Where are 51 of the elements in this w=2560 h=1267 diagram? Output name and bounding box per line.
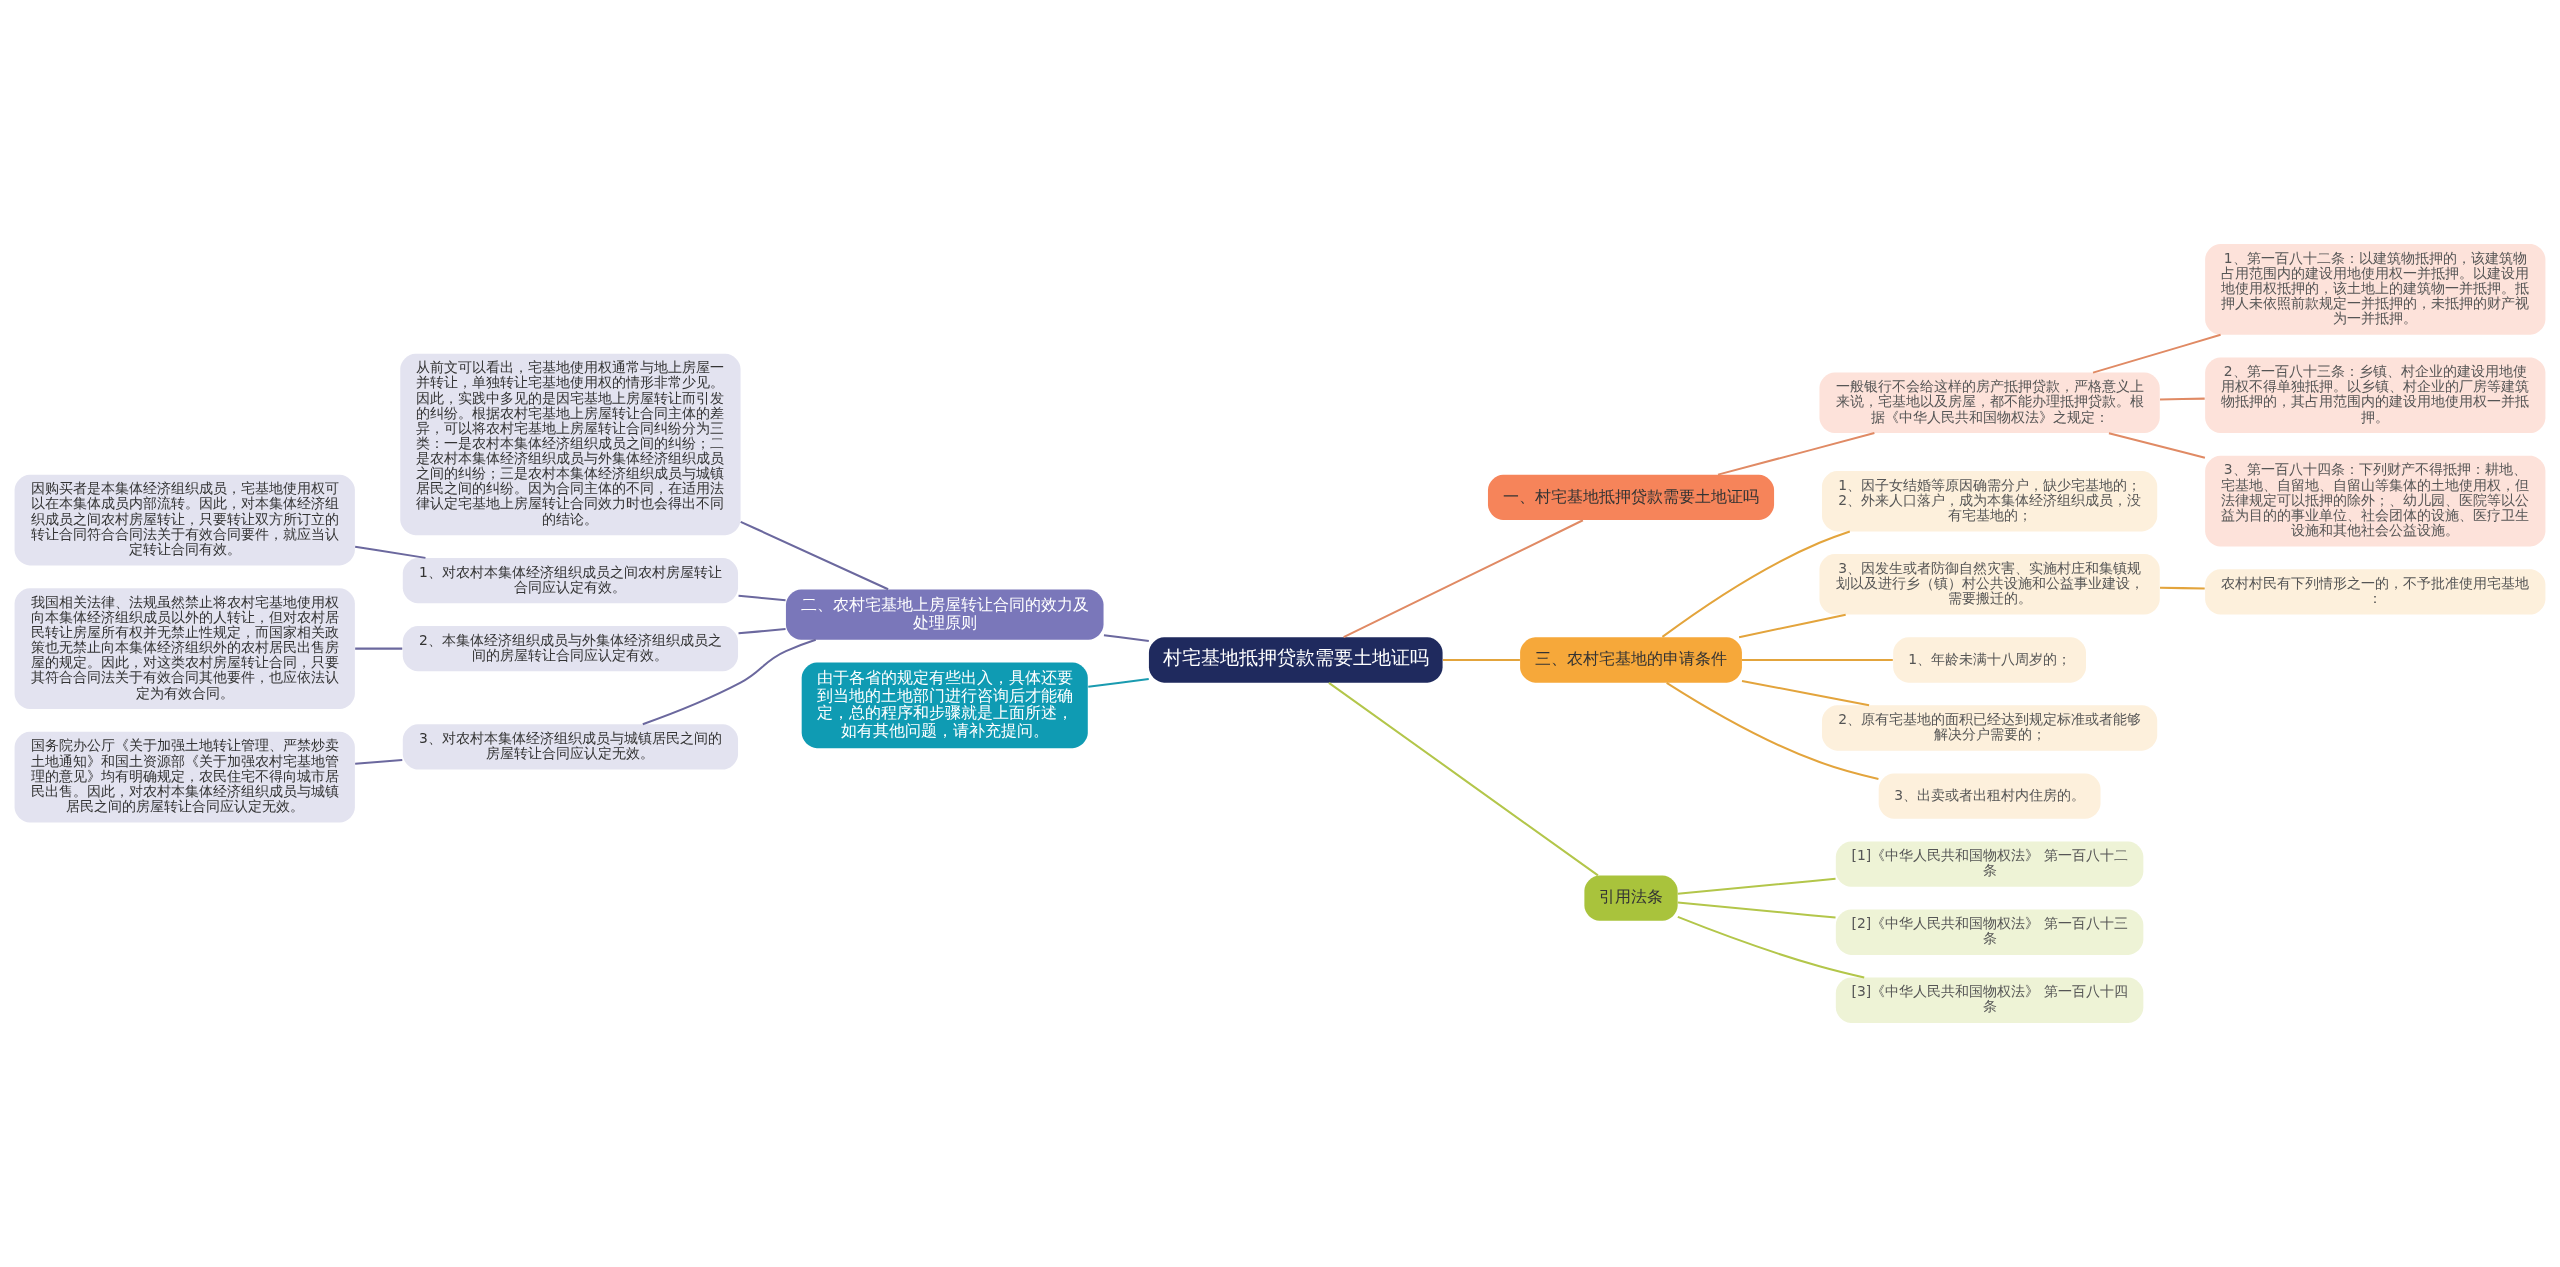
- connector: [2160, 586, 2205, 590]
- node-box: [2]《中华人民共和国物权法》 第一百八十三条: [1835, 909, 2144, 955]
- connector: [2108, 432, 2206, 459]
- connector: [1741, 679, 1870, 707]
- node-box: 从前文可以看出，宅基地使用权通常与地上房屋一并转让，单独转让宅基地使用权的情形非常少见。因此，实践中多见的是因宅基地上房屋转让而引发的纠纷。根据农村宅基地上房屋转让合同主体的差异，可以将农村宅基地上房屋转让合同纠纷分为三类：一是农村本集体经济组织成员之间的纠纷；二是农村本集体经济组织成员与外集体经济组织成员之间的纠纷；三是农村本集体经济组织成员与城镇居民之间的纠纷。因为合同主体的不同，在适用法律认定宅基地上房屋转让合同效力时也会得出不同的结论。: [400, 353, 741, 536]
- connector: [1677, 901, 1836, 919]
- connector: [1328, 682, 1599, 877]
- connector: [355, 545, 426, 559]
- connector: [1343, 519, 1584, 639]
- node-box: 因购买者是本集体经济组织成员，宅基地使用权可以在本集体成员内部流转。因此，对本集体经济组织成员之间农村房屋转让，只要转让双方所订立的转让合同符合合同法关于有效合同要件，就应当认定转让合同有效。: [14, 474, 355, 566]
- node-box: 一、村宅基地抵押贷款需要土地证吗: [1487, 474, 1775, 521]
- connector: [1442, 658, 1520, 661]
- node-box: 1、对农村本集体经济组织成员之间农村房屋转让合同应认定有效。: [402, 557, 739, 604]
- connector: [1103, 634, 1149, 642]
- node-box: 1、因子女结婚等原因确需分户，缺少宅基地的；2、外来人口落户，成为本集体经济组织成员，没有宅基地的；: [1821, 470, 2158, 532]
- node-box: 2、本集体经济组织成员与外集体经济组织成员之间的房屋转让合同应认定有效。: [402, 625, 739, 672]
- connector: [738, 628, 786, 635]
- connector: [1742, 658, 1893, 661]
- node-box: 3、第一百八十四条：下列财产不得抵押：耕地、宅基地、自留地、自留山等集体的土地使用权，但法律规定可以抵押的除外；、幼儿园、医院等以公益为目的的事业单位、社会团体的设施、医疗卫生设施和其他社会公益设施。: [2205, 455, 2546, 547]
- connector: [355, 759, 403, 765]
- node-box: 2、第一百八十三条：乡镇、村企业的建设用地使用权不得单独抵押。以乡镇、村企业的厂房等建筑物抵押的，其占用范围内的建设用地使用权一并抵押。: [2205, 357, 2546, 434]
- node-box: 一般银行不会给这样的房产抵押贷款，严格意义上来说，宅基地以及房屋，都不能办理抵押贷款。根据《中华人民共和国物权法》之规定：: [1819, 372, 2160, 434]
- node-box: 2、原有宅基地的面积已经达到规定标准或者能够解决分户需要的；: [1821, 705, 2158, 751]
- node-box: 3、因发生或者防御自然灾害、实施村庄和集镇规划以及进行乡（镇）村公共设施和公益事业建设，需要搬迁的。: [1819, 554, 2160, 615]
- connector: [1717, 432, 1875, 476]
- connector: [1088, 677, 1149, 688]
- connector: [1738, 613, 1846, 639]
- connector: [740, 520, 889, 591]
- node-box: 3、出卖或者出租村内住房的。: [1878, 773, 2101, 819]
- node-box: 国务院办公厅《关于加强土地转让管理、严禁炒卖土地通知》和国土资源部《关于加强农村宅基地管理的意见》均有明确规定，农民住宅不得向城市居民出售。因此，对农村本集体经济组织成员与城镇居民之间的房屋转让合同应认定无效。: [14, 731, 355, 823]
- connector: [642, 638, 816, 726]
- connector: [1677, 915, 1865, 979]
- node-box: 农村村民有下列情形之一的，不予批准使用宅基地：: [2205, 569, 2546, 615]
- node-box: 1、年龄未满十八周岁的；: [1893, 637, 2086, 683]
- node-box: 3、对农村本集体经济组织成员与城镇居民之间的房屋转让合同应认定无效。: [402, 724, 739, 770]
- node-box: 二、农村宅基地上房屋转让合同的效力及处理原则: [785, 589, 1104, 640]
- connector: [738, 594, 786, 602]
- connector: [2092, 333, 2221, 374]
- connector: [1666, 682, 1879, 780]
- connector: [1661, 530, 1851, 638]
- connector: [2160, 397, 2205, 401]
- node-box: 三、农村宅基地的申请条件: [1520, 637, 1742, 683]
- node-box: 1、第一百八十二条：以建筑物抵押的，该建筑物占用范围内的建设用地使用权一并抵押。以建设用地使用权抵押的，该土地上的建筑物一并抵押。抵押人未依照前款规定一并抵押的，未抵押的财产视为一并抵押。: [2205, 244, 2546, 335]
- node-box: 村宅基地抵押贷款需要土地证吗: [1148, 637, 1443, 683]
- node-box: 我国相关法律、法规虽然禁止将农村宅基地使用权向本集体经济组织成员以外的人转让，但对农村居民转让房屋所有权并无禁止性规定，而国家相关政策也无禁止向本集体经济组织外的农村居民出售房屋的规定。因此，对这类农村房屋转让合同，只要其符合合同法关于有效合同其他要件，也应依法认定为有效合同。: [14, 588, 355, 710]
- connector: [1677, 877, 1836, 895]
- node-box: 由于各省的规定有些出入，具体还要到当地的土地部门进行咨询后才能确定，总的程序和步骤就是上面所述，如有其他问题，请补充提问。: [801, 662, 1088, 749]
- node-box: [1]《中华人民共和国物权法》 第一百八十二条: [1835, 841, 2144, 887]
- connector: [355, 647, 403, 650]
- node-box: 引用法条: [1584, 875, 1678, 921]
- node-box: [3]《中华人民共和国物权法》 第一百八十四条: [1835, 977, 2144, 1023]
